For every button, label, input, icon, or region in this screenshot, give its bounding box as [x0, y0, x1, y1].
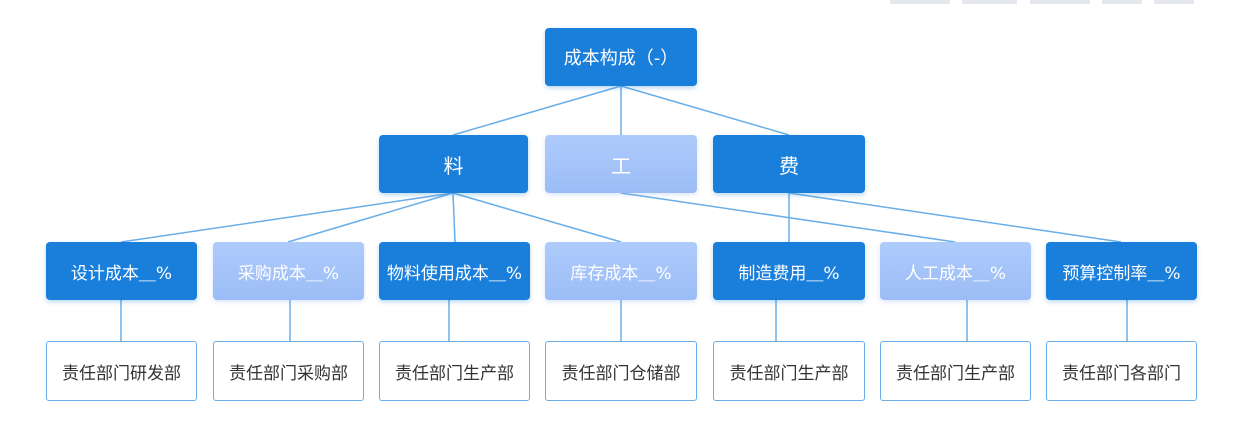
category-node-labor[interactable]: 工 — [545, 135, 697, 193]
item-node[interactable]: 设计成本＿% — [46, 242, 197, 300]
item-label: 物料使用成本＿% — [386, 263, 523, 284]
item-label: 设计成本＿% — [70, 263, 173, 284]
responsible-dept-box[interactable]: 责任部门研发部 — [46, 341, 197, 401]
dept-label: 责任部门研发部 — [62, 363, 181, 384]
dept-label: 责任部门仓储部 — [561, 363, 681, 384]
connector-line — [620, 192, 956, 243]
dept-label: 责任部门各部门 — [1062, 363, 1181, 384]
item-label: 人工成本＿% — [904, 263, 1007, 284]
responsible-dept-box[interactable]: 责任部门生产部 — [713, 341, 865, 401]
connector-line — [452, 85, 622, 136]
category-node-material[interactable]: 料 — [379, 135, 528, 193]
toolbar-remnant-1 — [890, 0, 950, 4]
connector-line — [788, 192, 1122, 243]
item-node[interactable]: 库存成本＿% — [545, 242, 697, 300]
category-label: 工 — [611, 153, 631, 178]
root-node[interactable]: 成本构成（-） — [545, 28, 697, 86]
responsible-dept-box[interactable]: 责任部门各部门 — [1046, 341, 1197, 401]
category-node-expense[interactable]: 费 — [713, 135, 865, 193]
dept-label: 责任部门生产部 — [729, 363, 849, 384]
dept-label: 责任部门生产部 — [395, 363, 514, 384]
responsible-dept-box[interactable]: 责任部门仓储部 — [545, 341, 697, 401]
item-node[interactable]: 物料使用成本＿% — [379, 242, 530, 300]
responsible-dept-box[interactable]: 责任部门采购部 — [213, 341, 364, 401]
root-label: 成本构成（-） — [563, 48, 679, 69]
item-label: 库存成本＿% — [570, 263, 672, 284]
item-node[interactable]: 人工成本＿% — [880, 242, 1031, 300]
dept-label: 责任部门生产部 — [896, 363, 1015, 384]
connector-line — [620, 85, 790, 136]
item-node[interactable]: 制造费用＿% — [713, 242, 865, 300]
toolbar-remnant-4 — [1102, 0, 1142, 4]
connector-line — [452, 192, 456, 243]
dept-label: 责任部门采购部 — [229, 363, 348, 384]
toolbar-remnant-3 — [1030, 0, 1090, 4]
item-node[interactable]: 预算控制率＿% — [1046, 242, 1197, 300]
category-label: 费 — [779, 153, 799, 178]
toolbar-remnant — [890, 0, 1210, 10]
item-label: 制造费用＿% — [738, 263, 840, 284]
connector-line — [452, 192, 622, 243]
connector-line — [120, 192, 454, 243]
item-label: 预算控制率＿% — [1062, 263, 1181, 284]
item-label: 采购成本＿% — [237, 263, 340, 284]
responsible-dept-box[interactable]: 责任部门生产部 — [880, 341, 1031, 401]
toolbar-remnant-5 — [1154, 0, 1194, 4]
item-node[interactable]: 采购成本＿% — [213, 242, 364, 300]
responsible-dept-box[interactable]: 责任部门生产部 — [379, 341, 530, 401]
toolbar-remnant-2 — [962, 0, 1017, 4]
connector-line — [287, 192, 454, 243]
category-label: 料 — [443, 153, 464, 178]
